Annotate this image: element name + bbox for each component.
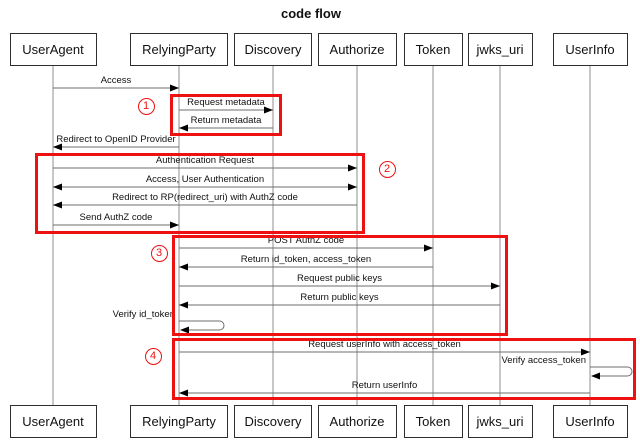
highlight-step-number-4: 4 [144, 347, 162, 365]
actor-box-top-RelyingParty: RelyingParty [130, 33, 228, 66]
message-label: Return id_token, access_token [240, 254, 372, 265]
message-label: Return metadata [190, 115, 262, 126]
message-label: Authentication Request [155, 155, 255, 166]
actor-box-top-UserInfo: UserInfo [552, 33, 628, 66]
actor-box-bottom-UserAgent: UserAgent [9, 405, 97, 438]
highlight-box-1 [170, 94, 282, 136]
message-label: Redirect to RP(redirect_uri) with AuthZ … [112, 192, 298, 203]
message-label: Return public keys [300, 292, 379, 303]
actor-box-bottom-Token: Token [403, 405, 463, 438]
actor-box-top-jwks_uri: jwks_uri [467, 33, 533, 66]
highlight-step-number-2: 2 [378, 160, 396, 178]
highlight-step-number-1: 1 [137, 97, 155, 115]
message-label: Verify access_token [501, 355, 587, 366]
message-label: Request metadata [187, 97, 265, 108]
highlight-box-4 [172, 338, 636, 400]
actor-box-top-Token: Token [403, 33, 463, 66]
message-label: Verify id_token [112, 309, 175, 320]
actor-box-bottom-UserInfo: UserInfo [552, 405, 628, 438]
highlight-box-3 [172, 235, 508, 336]
message-label: Send AuthZ code [79, 212, 153, 223]
highlight-step-number-3: 3 [150, 244, 168, 262]
actor-box-bottom-Authorize: Authorize [317, 405, 397, 438]
actor-box-bottom-jwks_uri: jwks_uri [467, 405, 533, 438]
actor-box-top-UserAgent: UserAgent [9, 33, 97, 66]
message-label: Return userInfo [351, 380, 418, 391]
message-label: Access, User Authentication [145, 174, 265, 185]
message-label: POST AuthZ code [267, 235, 345, 246]
actor-box-top-Authorize: Authorize [317, 33, 397, 66]
actor-box-bottom-RelyingParty: RelyingParty [130, 405, 228, 438]
message-label: Request userInfo with access_token [308, 339, 461, 350]
diagram-title: code flow [281, 6, 341, 21]
message-label: Request public keys [296, 273, 383, 284]
highlight-box-2 [35, 153, 365, 234]
actor-box-top-Discovery: Discovery [234, 33, 312, 66]
message-label: Redirect to OpenID Provider [56, 134, 176, 145]
actor-box-bottom-Discovery: Discovery [234, 405, 312, 438]
message-label: Access [100, 75, 132, 86]
